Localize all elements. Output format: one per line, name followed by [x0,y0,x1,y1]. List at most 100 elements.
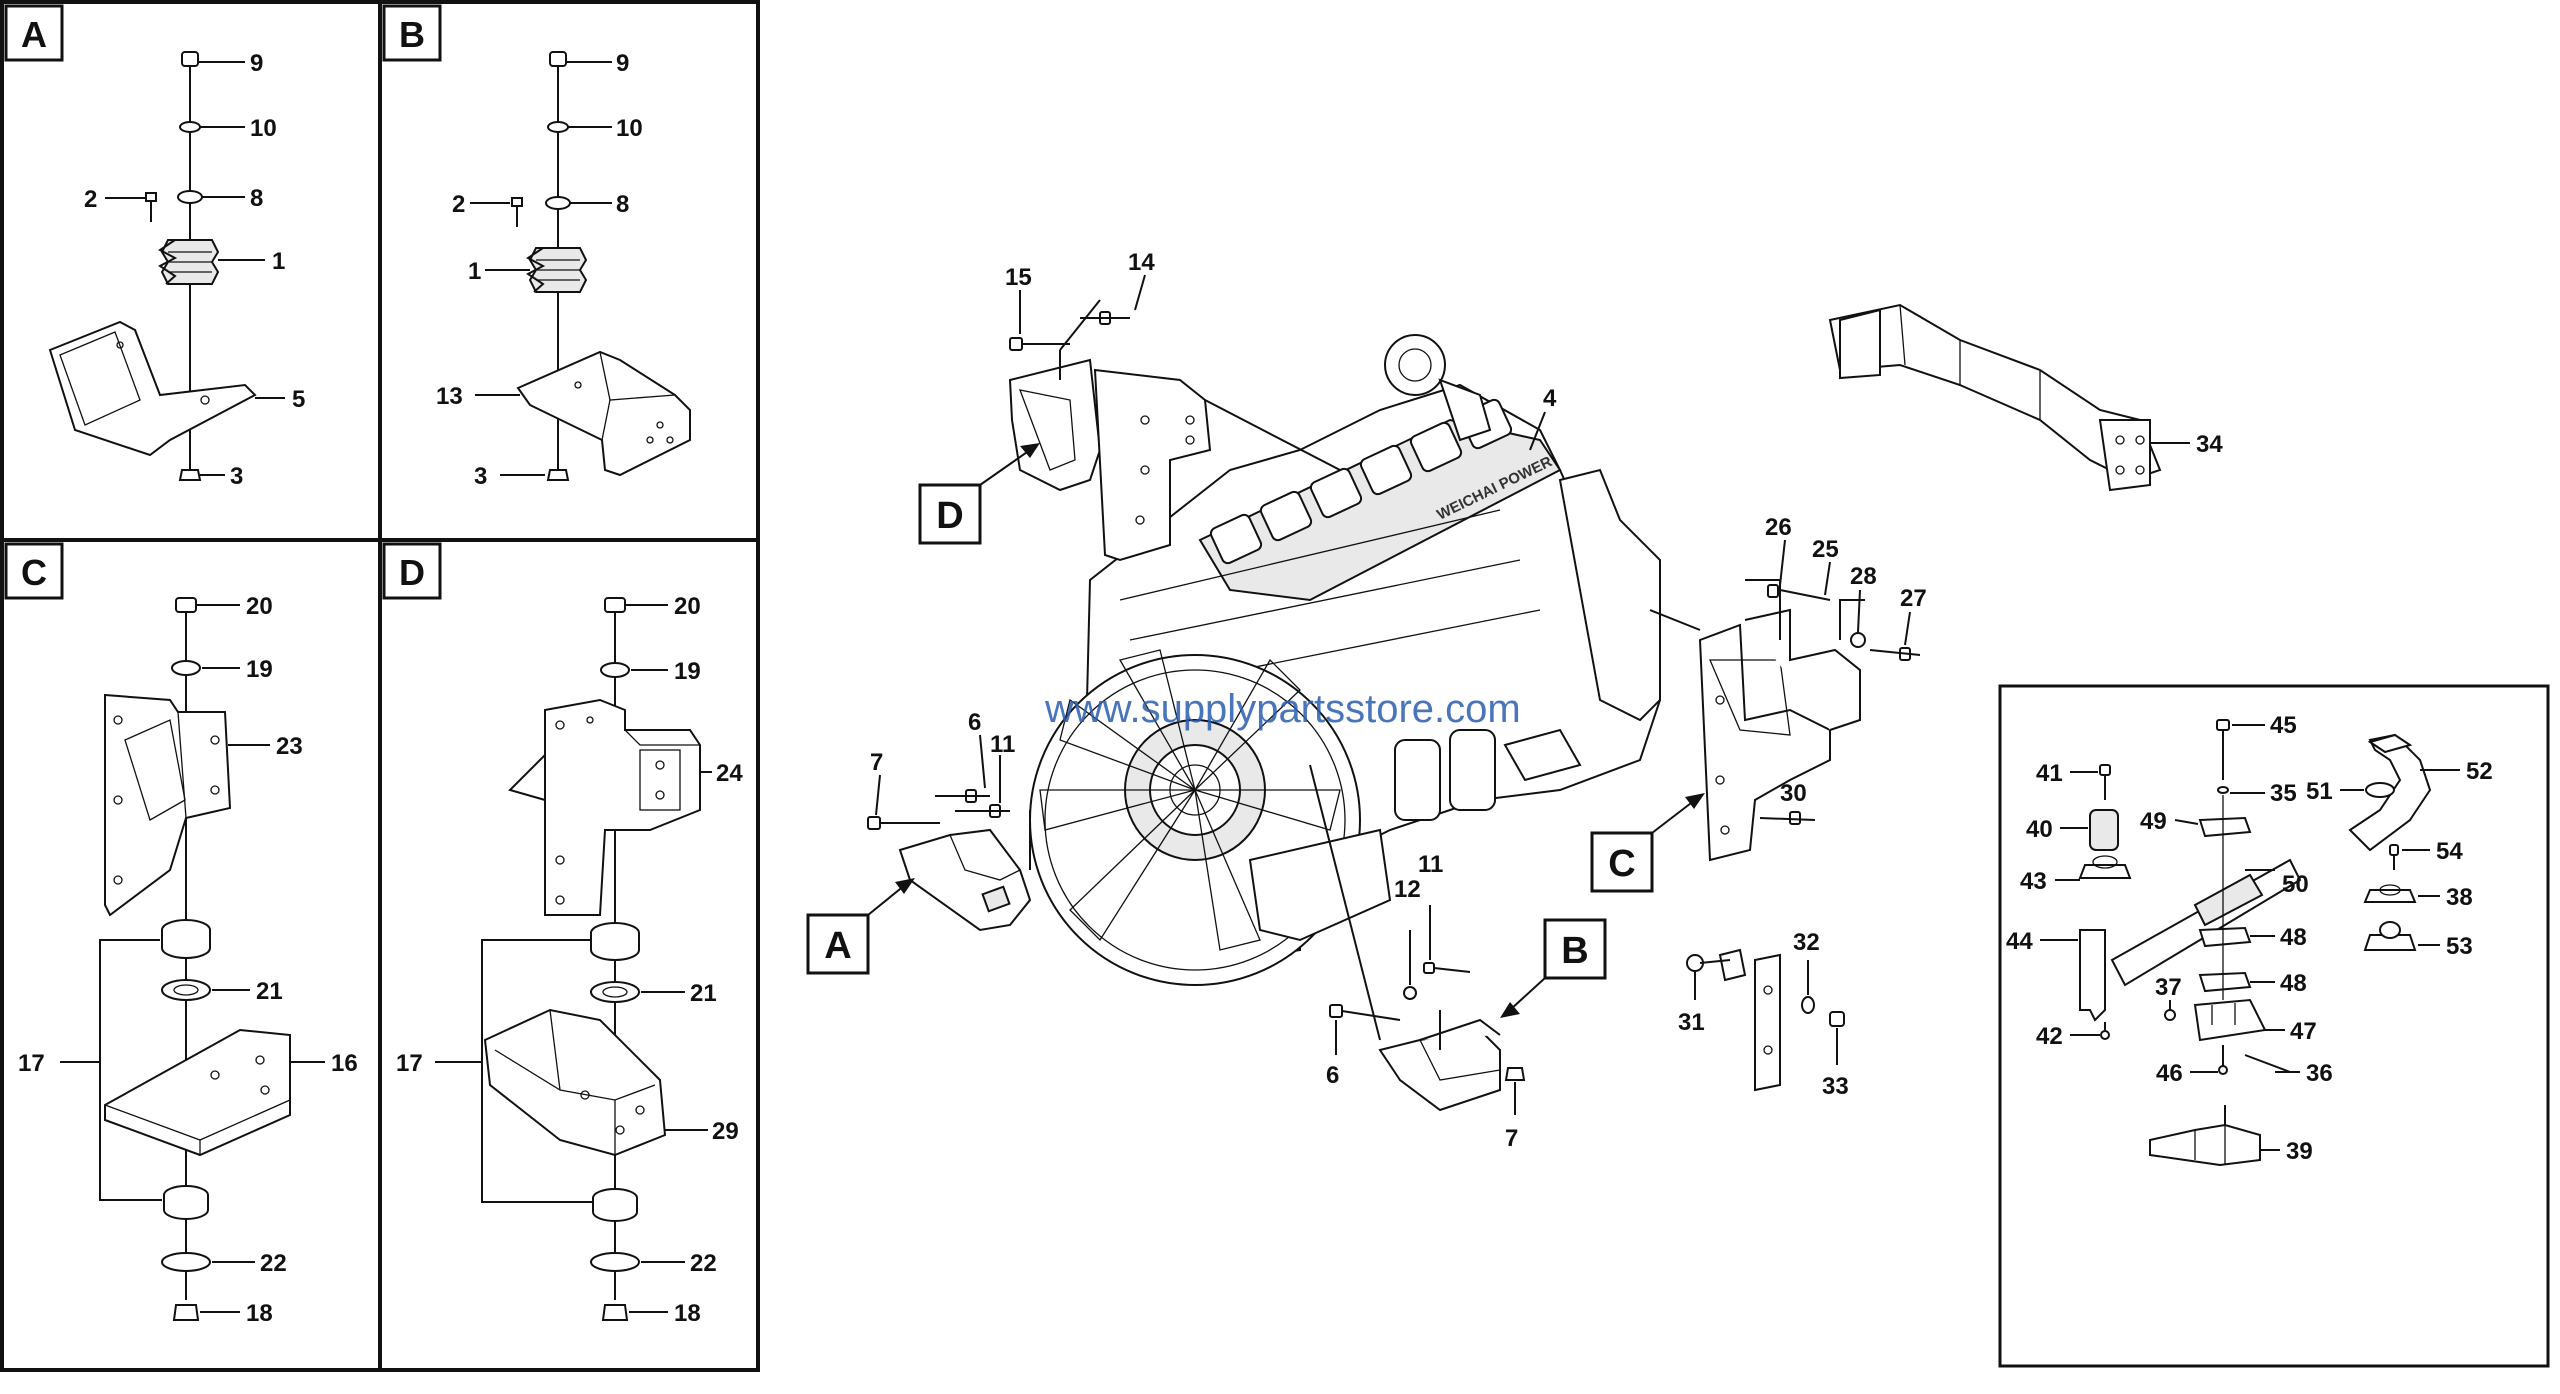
label-main-31: 31 [1678,1009,1705,1036]
label-b-10: 10 [616,115,643,142]
label-hose-48b: 48 [2280,970,2307,997]
label-hose-50: 50 [2282,871,2309,898]
label-hose-53: 53 [2446,933,2473,960]
label-c-23: 23 [276,733,303,760]
panel-b-letter: B [382,4,442,62]
panel-a-drawing [48,51,285,481]
label-a-1: 1 [272,248,285,275]
panel-hose-frame [1998,684,2550,1368]
label-b-9: 9 [616,50,629,77]
label-hose-37: 37 [2155,974,2182,1001]
label-b-3: 3 [474,463,487,490]
label-b-13: 13 [436,383,463,410]
label-hose-47: 47 [2290,1018,2317,1045]
label-c-17: 17 [18,1050,45,1077]
label-a-10: 10 [250,115,277,142]
label-a-3: 3 [230,463,243,490]
label-main-34: 34 [2196,431,2223,458]
label-main-28: 28 [1850,563,1877,590]
label-d-22: 22 [690,1250,717,1277]
label-hose-40: 40 [2026,816,2053,843]
label-main-32: 32 [1793,929,1820,956]
label-c-21: 21 [256,978,283,1005]
label-engine-4: 4 [1543,385,1557,412]
panel-a-letter: A [4,4,64,62]
label-b-8: 8 [616,191,629,218]
label-c-16: 16 [331,1050,358,1077]
bracket-a-assembly [867,734,1032,932]
label-d-18: 18 [674,1300,701,1327]
label-main-30: 30 [1780,780,1807,807]
label-d-19: 19 [674,658,701,685]
label-main-27: 27 [1900,585,1927,612]
callout-c: C [1590,793,1705,893]
label-hose-41: 41 [2036,760,2063,787]
label-a-5: 5 [292,386,305,413]
label-main-33: 33 [1822,1073,1849,1100]
label-hose-52: 52 [2466,758,2493,785]
label-hose-35: 35 [2270,780,2297,807]
label-main-25: 25 [1812,536,1839,563]
label-d-20: 20 [674,593,701,620]
label-d-29: 29 [712,1118,739,1145]
label-hose-48a: 48 [2280,924,2307,951]
svg-text:A: A [824,925,851,967]
label-main-6a: 6 [968,709,981,736]
label-hose-42: 42 [2036,1023,2063,1050]
label-hose-38: 38 [2446,884,2473,911]
bracket-b-assembly [1309,764,1526,1115]
label-b-1: 1 [468,258,481,285]
panel-d-drawing [435,597,712,1321]
label-hose-51: 51 [2306,778,2333,805]
bracket-c-assembly [1649,539,1921,862]
svg-text:C: C [21,552,47,593]
label-d-24: 24 [716,760,743,787]
panel-d-letter: D [382,542,442,600]
label-a-9: 9 [250,50,263,77]
label-hose-45: 45 [2270,712,2297,739]
panel-b-drawing [470,51,691,481]
svg-text:B: B [399,14,425,55]
label-c-20: 20 [246,593,273,620]
watermark: www.supplypartsstore.com [1044,687,1521,731]
callout-b: B [1500,918,1607,1018]
panel-c-drawing [60,597,325,1321]
label-main-7b: 7 [1505,1125,1518,1152]
label-hose-43: 43 [2020,868,2047,895]
panel-c-letter: C [4,542,64,600]
label-main-11b: 11 [1418,851,1443,878]
label-d-21: 21 [690,980,717,1007]
engine-drawing: WEICHAI POWER www.supplypar [1029,334,1662,986]
label-hose-44: 44 [2006,928,2033,955]
svg-text:B: B [1561,930,1588,972]
bracket-31-33 [1686,948,1845,1092]
label-main-12: 12 [1394,876,1421,903]
label-hose-36: 36 [2306,1060,2333,1087]
label-a-8: 8 [250,185,263,212]
panel-d-frame [378,538,760,1372]
label-d-17: 17 [396,1050,423,1077]
label-a-2: 2 [84,186,97,213]
svg-text:A: A [21,14,47,55]
label-c-18: 18 [246,1300,273,1327]
label-hose-54: 54 [2436,838,2463,865]
callout-a: A [806,878,915,975]
callout-d: D [918,443,1040,545]
label-main-7a: 7 [870,749,883,776]
label-c-22: 22 [260,1250,287,1277]
label-hose-49: 49 [2140,808,2167,835]
crossmember [1828,303,2190,492]
label-main-11a: 11 [990,731,1015,758]
svg-text:C: C [1608,843,1635,885]
label-hose-39: 39 [2286,1138,2313,1165]
label-main-15: 15 [1005,264,1032,291]
label-b-2: 2 [452,191,465,218]
label-main-26: 26 [1765,514,1792,541]
label-c-19: 19 [246,656,273,683]
svg-text:D: D [399,552,425,593]
label-main-14: 14 [1128,249,1155,276]
bracket-d-assembly [1008,274,1341,562]
hose-panel-drawing [2040,719,2460,1167]
